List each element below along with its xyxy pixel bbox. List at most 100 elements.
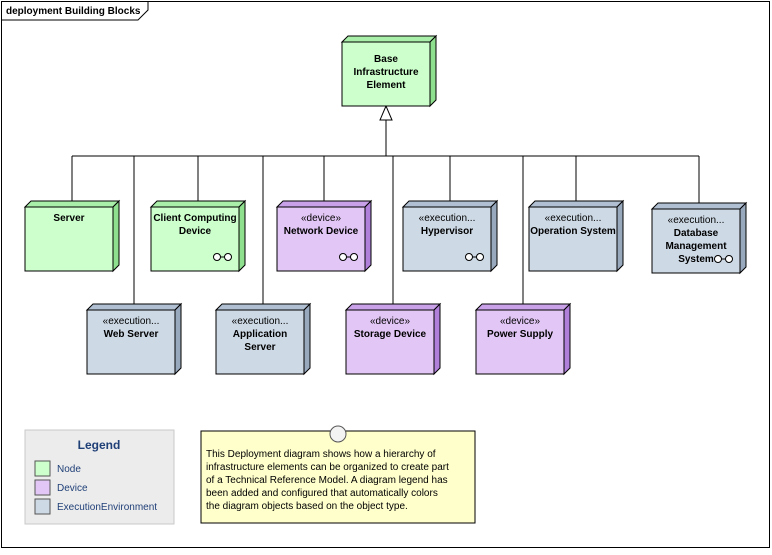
element-side-face — [429, 34, 437, 108]
legend-label: Node — [57, 464, 81, 475]
legend-item-node: Node — [34, 460, 81, 477]
element-front-face — [475, 309, 565, 375]
link-icon — [465, 253, 484, 261]
element-front-face — [24, 206, 114, 272]
element-front-face — [150, 206, 240, 272]
element-front-face — [528, 206, 618, 272]
element-side-face — [433, 302, 441, 376]
element-label: Base — [374, 54, 398, 65]
note-text: This Deployment diagram shows how a hier… — [206, 449, 449, 512]
element-side-face — [174, 302, 182, 376]
element-stereotype: «device» — [500, 316, 540, 327]
element-label: Management — [665, 241, 727, 252]
frame-title: deployment Building Blocks — [6, 6, 141, 17]
note-line: been added and configured that automatic… — [206, 488, 438, 499]
element-label: Web Server — [104, 329, 159, 340]
note[interactable]: This Deployment diagram shows how a hier… — [200, 425, 476, 524]
legend-swatch — [34, 479, 51, 496]
element-stereotype: «device» — [370, 316, 410, 327]
element-top-face — [401, 200, 499, 208]
element-stereotype: «execution... — [103, 316, 160, 327]
element-label: Storage Device — [354, 329, 427, 340]
link-icon — [714, 255, 733, 263]
generalization-connectors — [71, 104, 700, 310]
element-side-face — [739, 201, 747, 275]
element-side-face — [112, 199, 120, 273]
element-front-face — [215, 309, 305, 375]
note-anchor-circle — [329, 425, 347, 443]
element-side-face — [616, 199, 624, 273]
element-label: Device — [179, 226, 212, 237]
note-line: of a Technical Reference Model. A diagra… — [206, 475, 448, 486]
element-top-face — [85, 303, 183, 311]
legend-label: Device — [57, 483, 88, 494]
link-icon — [213, 253, 232, 261]
element-side-face — [490, 199, 498, 273]
element-label: Operation System — [530, 226, 616, 237]
element-web[interactable]: «execution... Web Server — [85, 302, 183, 376]
element-front-face — [345, 309, 435, 375]
note-line: This Deployment diagram shows how a hier… — [206, 449, 436, 460]
element-front-face — [276, 206, 366, 272]
element-power[interactable]: «device» Power Supply — [474, 302, 572, 376]
note-box — [200, 430, 476, 524]
element-os[interactable]: «execution... Operation System — [527, 199, 625, 273]
element-label: Power Supply — [487, 329, 554, 340]
element-top-face — [23, 200, 121, 208]
element-front-face — [341, 41, 431, 107]
note-line: the diagram objects based on the object … — [206, 501, 408, 512]
element-top-face — [344, 303, 442, 311]
element-top-face — [527, 200, 625, 208]
element-label: Client Computing — [153, 213, 236, 224]
element-label: Hypervisor — [421, 226, 473, 237]
element-stereotype: «execution... — [419, 213, 476, 224]
element-top-face — [149, 200, 247, 208]
element-label: System — [678, 254, 714, 265]
element-top-face — [214, 303, 312, 311]
element-top-face — [474, 303, 572, 311]
element-network[interactable]: «device»Network Device — [275, 199, 373, 273]
element-label: Server — [53, 213, 84, 224]
generalization-arrowhead — [379, 104, 393, 121]
element-side-face — [364, 199, 372, 273]
element-label: Server — [244, 342, 275, 353]
legend-title: Legend — [78, 438, 121, 452]
element-label: Infrastructure — [353, 67, 418, 78]
element-side-face — [303, 302, 311, 376]
legend-swatch — [34, 498, 51, 515]
element-label: Application — [233, 329, 287, 340]
legend-swatch — [34, 460, 51, 477]
element-stereotype: «execution... — [545, 213, 602, 224]
element-hypervisor[interactable]: «execution... Hypervisor — [401, 199, 499, 273]
element-server[interactable]: Server — [23, 199, 121, 273]
element-top-face — [340, 35, 438, 43]
frame-title-tab — [1, 1, 149, 21]
element-stereotype: «execution... — [232, 316, 289, 327]
element-storage[interactable]: «device» Storage Device — [344, 302, 442, 376]
link-icon — [339, 253, 358, 261]
note-line: infrastructure elements can be organized… — [206, 462, 449, 473]
element-front-face — [402, 206, 492, 272]
element-label: Network Device — [284, 226, 359, 237]
element-label: Element — [367, 80, 407, 91]
element-top-face — [275, 200, 373, 208]
element-stereotype: «execution... — [668, 215, 725, 226]
element-label: Database — [674, 228, 719, 239]
element-side-face — [238, 199, 246, 273]
legend-item-exec: ExecutionEnvironment — [34, 498, 157, 515]
element-front-face — [651, 208, 741, 274]
legend-item-device: Device — [34, 479, 88, 496]
element-top-face — [650, 202, 748, 210]
element-side-face — [563, 302, 571, 376]
element-front-face — [86, 309, 176, 375]
legend-label: ExecutionEnvironment — [57, 502, 157, 513]
